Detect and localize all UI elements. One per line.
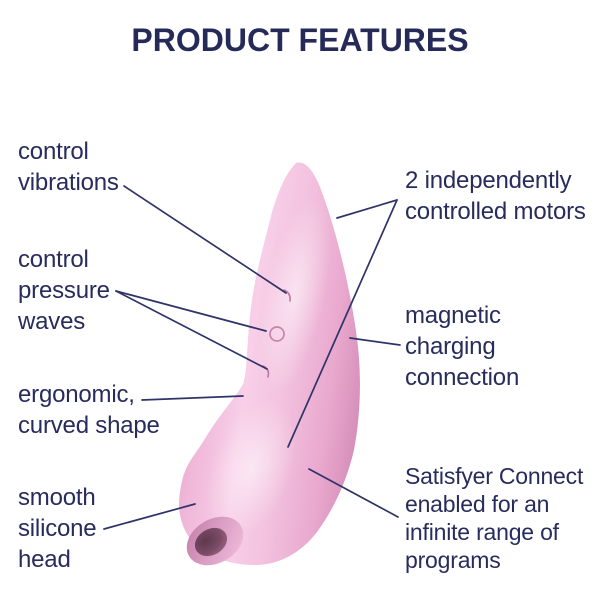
label-smooth-silicone-head: smooth silicone head (18, 484, 97, 573)
label-control-pressure-waves: control pressure waves (18, 246, 110, 335)
label-control-vibrations: control vibrations (18, 138, 119, 196)
callout-line-satisfyer-connect (308, 468, 399, 518)
device-button-ring (269, 326, 285, 342)
callout-line-silicone-head (103, 503, 196, 530)
callout-line-motors-upper (336, 199, 398, 219)
label-satisfyer-connect: Satisfyer Connect enabled for an infinit… (405, 463, 584, 573)
callout-line-ergonomic-shape (141, 395, 244, 401)
callout-line-magnetic-charging (349, 337, 401, 346)
callout-line-pressure-waves-lower (115, 290, 268, 370)
page-title: PRODUCT FEATURES (131, 22, 469, 58)
callout-line-control-vibrations (123, 185, 287, 294)
callout-line-motors-lower (287, 199, 398, 448)
label-independently-controlled-motors: 2 independently controlled motors (405, 167, 586, 225)
device-button-top (283, 289, 291, 302)
label-ergonomic-curved-shape: ergonomic, curved shape (18, 381, 160, 439)
label-magnetic-charging-connection: magnetic charging connection (405, 302, 520, 391)
device-head-opening (194, 527, 228, 557)
device-highlight-upper (259, 196, 331, 394)
device-highlight-head (207, 398, 297, 538)
callout-line-pressure-waves-upper (115, 290, 267, 332)
